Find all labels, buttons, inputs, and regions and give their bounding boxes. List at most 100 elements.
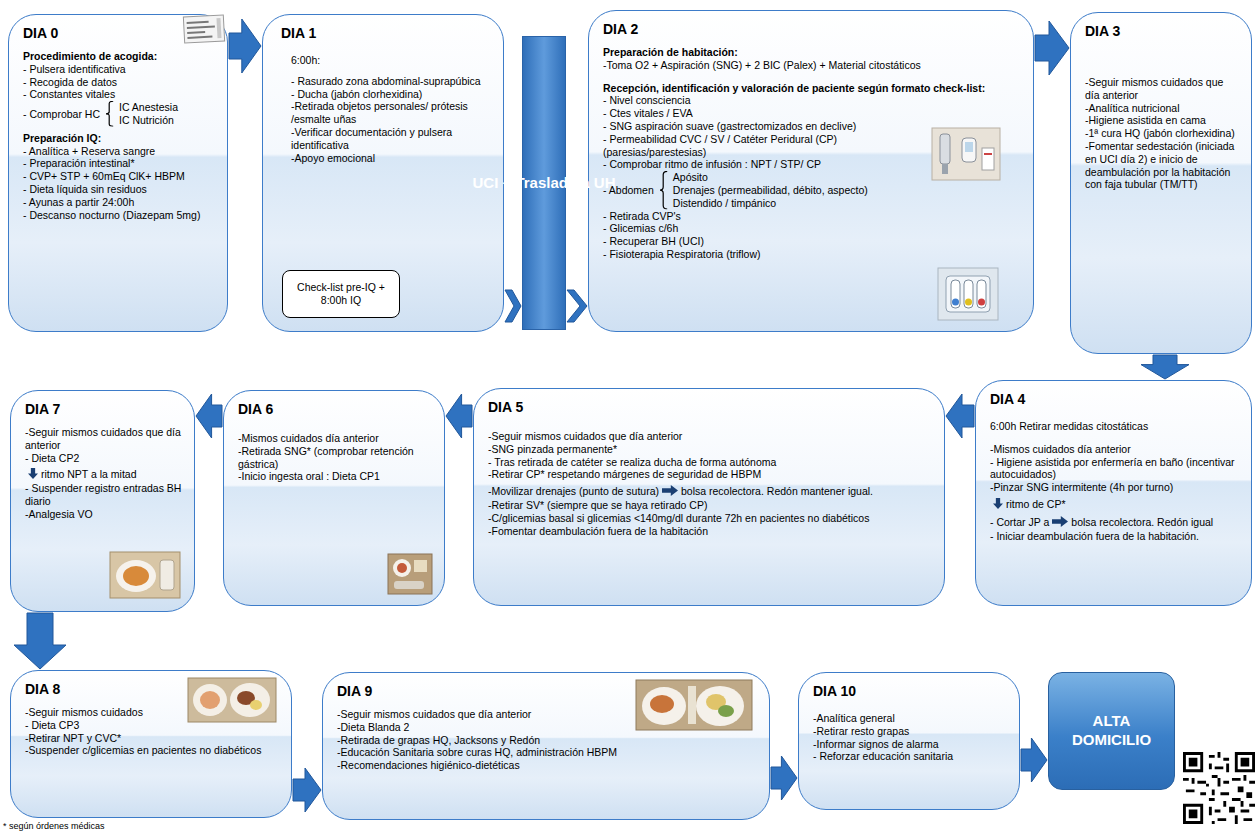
text-row: -Recomendaciones higiénico-dietéticas [337,759,757,772]
down-arrow-icon [28,468,38,479]
care-item: -Seguir mismos cuidados que día anterior [337,708,757,721]
care-item: - Recogida de datos [23,76,215,89]
care-item: -Recomendaciones higiénico-dietéticas [337,759,757,772]
text-row: -Apoyo emocional [291,152,491,165]
text-row: DIA 7 [25,401,182,418]
footnote: * según órdenes médicas [3,821,105,832]
day-heading: DIA 9 [337,683,757,700]
care-item: -Educación Sanitaria sobre curas HQ, adm… [337,746,757,759]
flow-arrow [771,756,797,800]
section-heading: Preparación de habitación: [603,46,1021,59]
curly-bracket [660,171,668,209]
day-heading: DIA 2 [603,21,1021,38]
sub-item: IC Anestesia [119,101,215,114]
curly-bracket [106,101,114,127]
text-row: -Dieta Blanda 2 [337,721,757,734]
text-row [238,426,432,432]
care-item: - Abdomen [603,184,654,197]
day-box: DIA 5-Seguir mismos cuidados que día ant… [473,388,945,606]
sub-item: IC Nutrición [119,114,215,127]
care-item: -C/glicemias basal si glicemias <140mg/d… [488,512,932,525]
care-item: - Cortar JP a [990,516,1049,528]
text-row: -Movilizar drenajes (punto de sutura)bol… [488,481,932,499]
flow-arrow [446,394,472,438]
care-item: - Dieta CP2 [25,452,182,465]
care-item: -Higiene asistida en cama [1085,114,1239,127]
care-item: -Analgesia VO [25,508,182,521]
text-row: -Analítica nutricional [1085,102,1239,115]
care-item: -Analítica nutricional [1085,102,1239,115]
text-row: - Nivel consciencia [603,94,923,107]
text-row: DIA 5 [488,399,932,416]
text-row [813,708,1007,712]
day-box: DIA 2 Preparación de habitación:-Toma O2 … [588,10,1034,332]
text-row: - Iniciar deambulación fuera de la habit… [990,530,1239,543]
text-row: DIA 4 [990,391,1239,408]
text-row: - Rasurado zona abdominal-suprapúbica [291,75,491,88]
text-row: - Ducha (jabón clorhexidina) [291,88,491,101]
text-row: -Retirar NPT y CVC* [25,732,279,745]
section-heading: Recepción, identificación y valoración d… [603,82,1021,95]
day-heading: DIA 8 [25,681,279,698]
care-item: -Dieta Blanda 2 [337,721,757,734]
care-item: -Retirada objetos personales/ prótesis /… [291,100,491,126]
care-item: -Verificar documentación y pulsera ident… [291,126,491,152]
day-heading: DIA 0 [23,25,215,42]
text-row: -Toma O2 + Aspiración (SNG) + 2 BIC (Pal… [603,59,1021,72]
text-row: -Mismos cuidados día anterior [238,432,432,445]
text-row: DIA 9 [337,683,757,700]
text-row: - Recuperar BH (UCI) [603,235,923,248]
sub-item: Apósito [673,171,923,184]
care-item: - Iniciar deambulación fuera de la habit… [990,530,1239,543]
text-row: - Dieta CP3 [25,719,279,732]
text-row: DIA 3 [1085,23,1239,40]
text-row: -Retirar CP* respetando márgenes de segu… [488,468,932,481]
text-row [23,127,215,132]
day-heading: DIA 6 [238,401,432,418]
care-item: - Rasurado zona abdominal-suprapúbica [291,75,491,88]
text-row: -Verificar documentación y pulsera ident… [291,126,491,152]
down-arrow-icon [993,498,1003,509]
care-item: - Descanso nocturno (Diazepam 5mg) [23,209,215,222]
care-item: -Analítica general [813,712,1007,725]
text-row: -Inicio ingesta oral : Dieta CP1 [238,470,432,483]
text-row: DIA 10 [813,683,1007,700]
day-box: DIA 0Procedimiento de acogida:- Pulsera … [8,14,228,332]
text-row: 6:00h: [291,54,491,67]
care-item: -Pinzar SNG intermitente (4h por turno) [990,481,1239,494]
text-row: -Seguir mismos cuidados [25,706,279,719]
text-row: -Analgesia VO [25,508,182,521]
day-box: DIA 6-Mismos cuidados día anterior-Retir… [223,390,445,606]
care-item: -Fomentar deambulación fuera de la habit… [488,525,932,538]
day-box: DIA 9 -Seguir mismos cuidados que día ant… [322,672,770,820]
care-item: - Permeabilidad CVC / SV / Catéter Perid… [603,133,923,159]
text-row: -Suspender c/glicemias en pacientes no d… [25,744,279,757]
text-row: DIA 8 [25,681,279,698]
care-item: - Comprobar HC [23,108,100,121]
meal-tray-photo [636,680,752,730]
day-heading: DIA 5 [488,399,932,416]
text-row: -Higiene asistida en cama [1085,114,1239,127]
text-row [990,433,1239,443]
text-row [488,424,932,430]
care-item: -Seguir mismos cuidados que día anterior [25,426,182,452]
care-item: -Toma O2 + Aspiración (SNG) + 2 BIC (Pal… [603,59,1021,72]
sub-item: Distendido / timpánico [673,197,923,210]
meal-plate-photo [188,678,276,722]
text-row: -Informar signos de alarma [813,738,1007,751]
text-row: DIA 6 [238,401,432,418]
care-item: - Suspender registro entradas BH diario [25,482,182,508]
text-row: - Descanso nocturno (Diazepam 5mg) [23,209,215,222]
day-box: DIA 8-Seguir mismos cuidados- Dieta CP3-… [10,670,292,818]
care-item: - Pulsera identificativa [23,63,215,76]
text-row: - Cortar JP abolsa recolectora. Redón ig… [990,512,1239,530]
care-item: - Comprobar ritmo de infusión : NPT / ST… [603,158,923,171]
care-item: -Seguir mismos cuidados que día anterior [1085,76,1239,102]
text-row: -Seguir mismos cuidados que día anterior [25,426,182,452]
checklist-text: Check-list pre-IQ + 8:00h IQ [287,281,395,307]
text-row: 6:00h Retirar medidas citostáticas [990,420,1239,433]
text-row: -SNG pinzada permanente* [488,443,932,456]
text-row: ALTA DOMICILIO [1064,712,1159,750]
text-row: - Tras retirada de catéter se realiza du… [488,456,932,469]
